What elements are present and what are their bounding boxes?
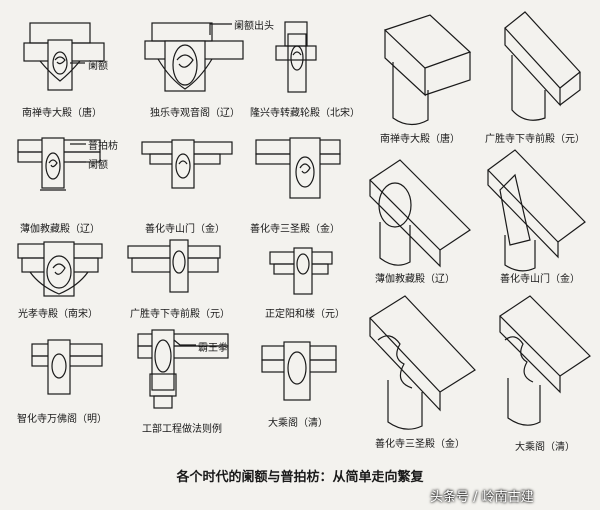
drawing-guangsheng-elevation — [127, 239, 221, 293]
label-bojia: 薄伽教藏殿（辽） — [20, 224, 100, 235]
note-lan-e-chutou: 阑额出头 — [234, 21, 274, 32]
figure-caption: 各个时代的阑额与普拍枋：从简单走向繁复 — [176, 470, 424, 485]
drawing-zhihua-elevation — [31, 339, 103, 395]
iso-shanhua-shanmen — [487, 149, 586, 272]
drawing-bojia-elevation — [17, 137, 101, 191]
iso-guangsheng — [504, 11, 581, 121]
label-dacheng: 大乘阁（清） — [268, 418, 328, 429]
label-dule: 独乐寺观音阁（辽） — [150, 108, 240, 119]
label-longxing: 隆兴寺转藏轮殿（北宋） — [250, 108, 360, 119]
note-lan-e: 阑额 — [88, 61, 108, 72]
note-pu-pai-fang: 普拍枋 — [88, 141, 118, 152]
label-zhihua: 智化寺万佛阁（明） — [17, 414, 107, 425]
label-shanhua-sansheng: 善化寺三圣殿（金） — [250, 224, 340, 235]
iso-label-nanchan: 南禅寺大殿（唐） — [380, 134, 460, 145]
drawing-shanhua-shanmen-elevation — [141, 139, 233, 189]
iso-dacheng — [499, 295, 591, 426]
leader-ba-wang-quan — [173, 339, 196, 346]
iso-bojia — [369, 159, 471, 268]
label-gongbu: 工部工程做法则例 — [142, 424, 222, 435]
note-lan-e-2: 阑额 — [88, 160, 108, 171]
iso-label-dacheng: 大乘阁（清） — [515, 442, 575, 453]
label-guangxiao: 光孝寺殿（南宋） — [18, 309, 98, 320]
drawing-zhengding-elevation — [269, 247, 333, 295]
iso-label-shanhua-shanmen: 善化寺山门（金） — [500, 274, 580, 285]
drawing-longxing-elevation — [275, 21, 317, 93]
drawing-dule-elevation — [144, 22, 244, 92]
iso-label-shanhua-sansheng: 善化寺三圣殿（金） — [375, 439, 465, 450]
drawing-gongbu-elevation — [137, 329, 229, 409]
iso-nanchan — [383, 14, 472, 126]
iso-label-bojia: 薄伽教藏殿（辽） — [375, 274, 455, 285]
label-shanhua-shanmen: 善化寺山门（金） — [145, 224, 225, 235]
watermark: 头条号 / 岭南古建 — [430, 490, 534, 505]
leader-lan-e-chutou — [209, 23, 232, 35]
drawing-dacheng-elevation — [261, 341, 337, 401]
note-ba-wang-quan: 霸王拳 — [198, 343, 228, 354]
iso-label-guangsheng: 广胜寺下寺前殿（元） — [485, 134, 585, 145]
label-guangsheng: 广胜寺下寺前殿（元） — [130, 309, 230, 320]
drawing-nanchan-elevation — [23, 22, 105, 91]
iso-shanhua-sansheng — [369, 295, 476, 430]
drawing-shanhua-sansheng-elevation — [255, 137, 341, 199]
label-zhengding: 正定阳和楼（元） — [265, 309, 345, 320]
drawing-guangxiao-elevation — [17, 241, 103, 297]
label-nanchan: 南禅寺大殿（唐） — [22, 108, 102, 119]
